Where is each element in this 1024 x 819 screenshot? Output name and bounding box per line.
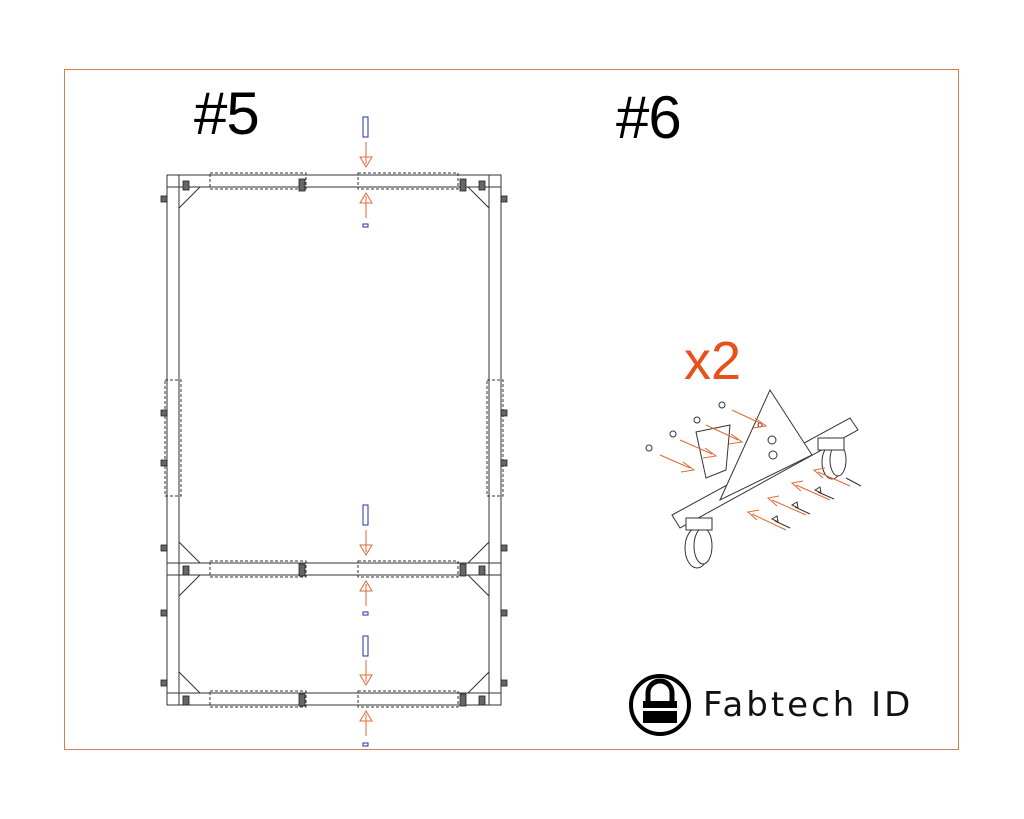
caster-mount: [817, 437, 845, 451]
bolt-icon: [770, 515, 791, 529]
corner-gusset: [466, 670, 490, 694]
nut-icon: [362, 223, 369, 228]
arrow-icon: [705, 424, 744, 445]
arrow-icon: [659, 454, 696, 473]
nut-icon: [718, 401, 726, 409]
up-arrow-icon: [359, 192, 373, 218]
hole: [767, 435, 777, 445]
nut-icon: [693, 416, 701, 424]
step-5-label: #5: [194, 80, 260, 147]
down-arrow-icon: [359, 142, 373, 168]
arrow-icon: [812, 467, 851, 487]
corner-gusset: [466, 574, 490, 598]
down-arrow-icon: [359, 660, 373, 686]
middle-crossbar: [166, 562, 502, 576]
gusset-plate: [718, 388, 813, 502]
arrow-icon: [766, 495, 807, 516]
step-6-label: #6: [616, 84, 682, 151]
nut-icon: [645, 444, 653, 452]
bottom-sleeve-right: [357, 690, 459, 708]
bottom-crossbar: [166, 692, 502, 706]
corner-gusset: [178, 670, 202, 694]
caster-mount: [685, 517, 713, 531]
top-sleeve-left: [209, 172, 307, 190]
quantity-label: x2: [684, 331, 742, 391]
bolt-icon: [813, 486, 835, 500]
nut-icon: [362, 611, 369, 616]
drawing-sheet-border: [64, 69, 959, 750]
corner-gusset: [466, 186, 490, 210]
bolt-icon: [790, 501, 811, 515]
bottom-sleeve-left: [209, 690, 307, 708]
corner-gusset: [178, 574, 202, 598]
top-crossbar: [166, 174, 502, 188]
corner-gusset: [178, 540, 202, 564]
right-side-sleeve: [486, 379, 504, 497]
top-sleeve-right: [357, 172, 459, 190]
middle-sleeve-left: [209, 560, 307, 578]
up-arrow-icon: [359, 580, 373, 606]
arrow-icon: [790, 480, 831, 501]
bolt-icon: [362, 116, 369, 138]
left-side-sleeve: [164, 379, 182, 497]
brand-name: Fabtech ID: [703, 685, 914, 725]
arrow-icon: [731, 409, 768, 429]
nut-icon: [669, 430, 677, 438]
bolt-icon: [845, 477, 862, 487]
down-arrow-icon: [359, 530, 373, 556]
arrow-icon: [679, 439, 718, 459]
up-arrow-icon: [359, 710, 373, 736]
corner-gusset: [466, 540, 490, 564]
arrow-icon: [746, 509, 787, 531]
nut-icon: [362, 742, 369, 747]
hole: [768, 450, 778, 460]
side-plate: [695, 424, 731, 479]
bolt-icon: [362, 635, 369, 657]
bolt-icon: [362, 504, 369, 526]
corner-gusset: [178, 186, 202, 210]
middle-sleeve-right: [357, 560, 459, 578]
